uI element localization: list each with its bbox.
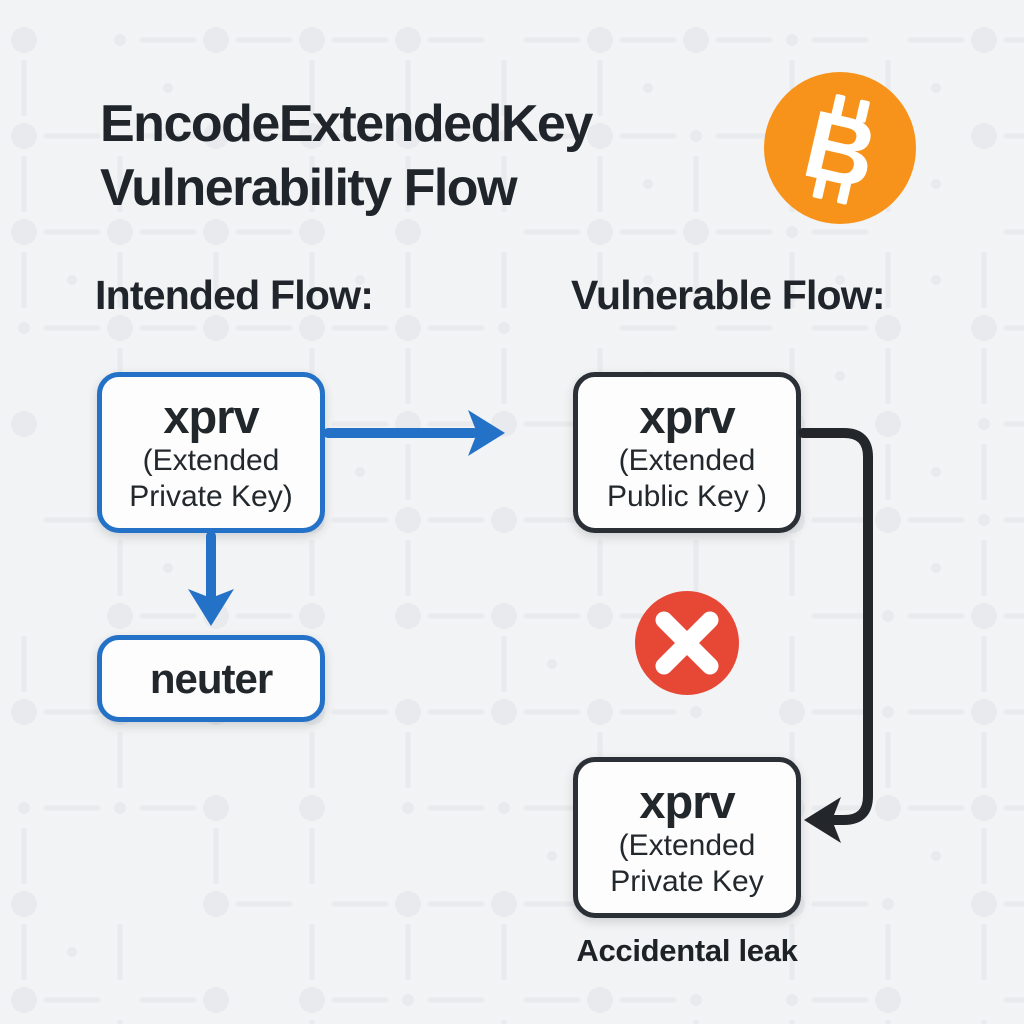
xprv-description-line1: (Extended bbox=[618, 443, 756, 477]
neuter-keyword: neuter bbox=[149, 654, 273, 702]
page-title-line2: Vulnerability Flow bbox=[100, 159, 518, 217]
xprv-description-line1: (Extended bbox=[142, 443, 280, 477]
xprv-leaked-private-key-box: xprv (Extended Private Key bbox=[573, 757, 801, 918]
xprv-public-key-box: xprv (Extended Public Key ) bbox=[573, 372, 801, 533]
page-title-line1: EncodeExtendedKey bbox=[100, 95, 593, 153]
vulnerable-flow-heading: Vulnerable Flow: bbox=[571, 272, 886, 318]
xprv-keyword: xprv bbox=[163, 389, 259, 443]
xprv-keyword: xprv bbox=[639, 774, 735, 828]
page-title: EncodeExtendedKey Vulnerability Flow bbox=[100, 92, 593, 220]
xprv-description-line2: Public Key ) bbox=[606, 479, 768, 513]
xprv-description-line2: Private Key) bbox=[129, 479, 293, 513]
xprv-description-line1: (Extended bbox=[618, 828, 756, 862]
accidental-leak-caption: Accidental leak bbox=[576, 933, 798, 968]
neuter-box: neuter bbox=[97, 635, 325, 722]
xprv-description-line2: Private Key bbox=[610, 864, 764, 898]
xprv-keyword: xprv bbox=[639, 389, 735, 443]
xprv-private-key-box: xprv (Extended Private Key) bbox=[97, 372, 325, 533]
intended-flow-heading: Intended Flow: bbox=[95, 272, 374, 318]
